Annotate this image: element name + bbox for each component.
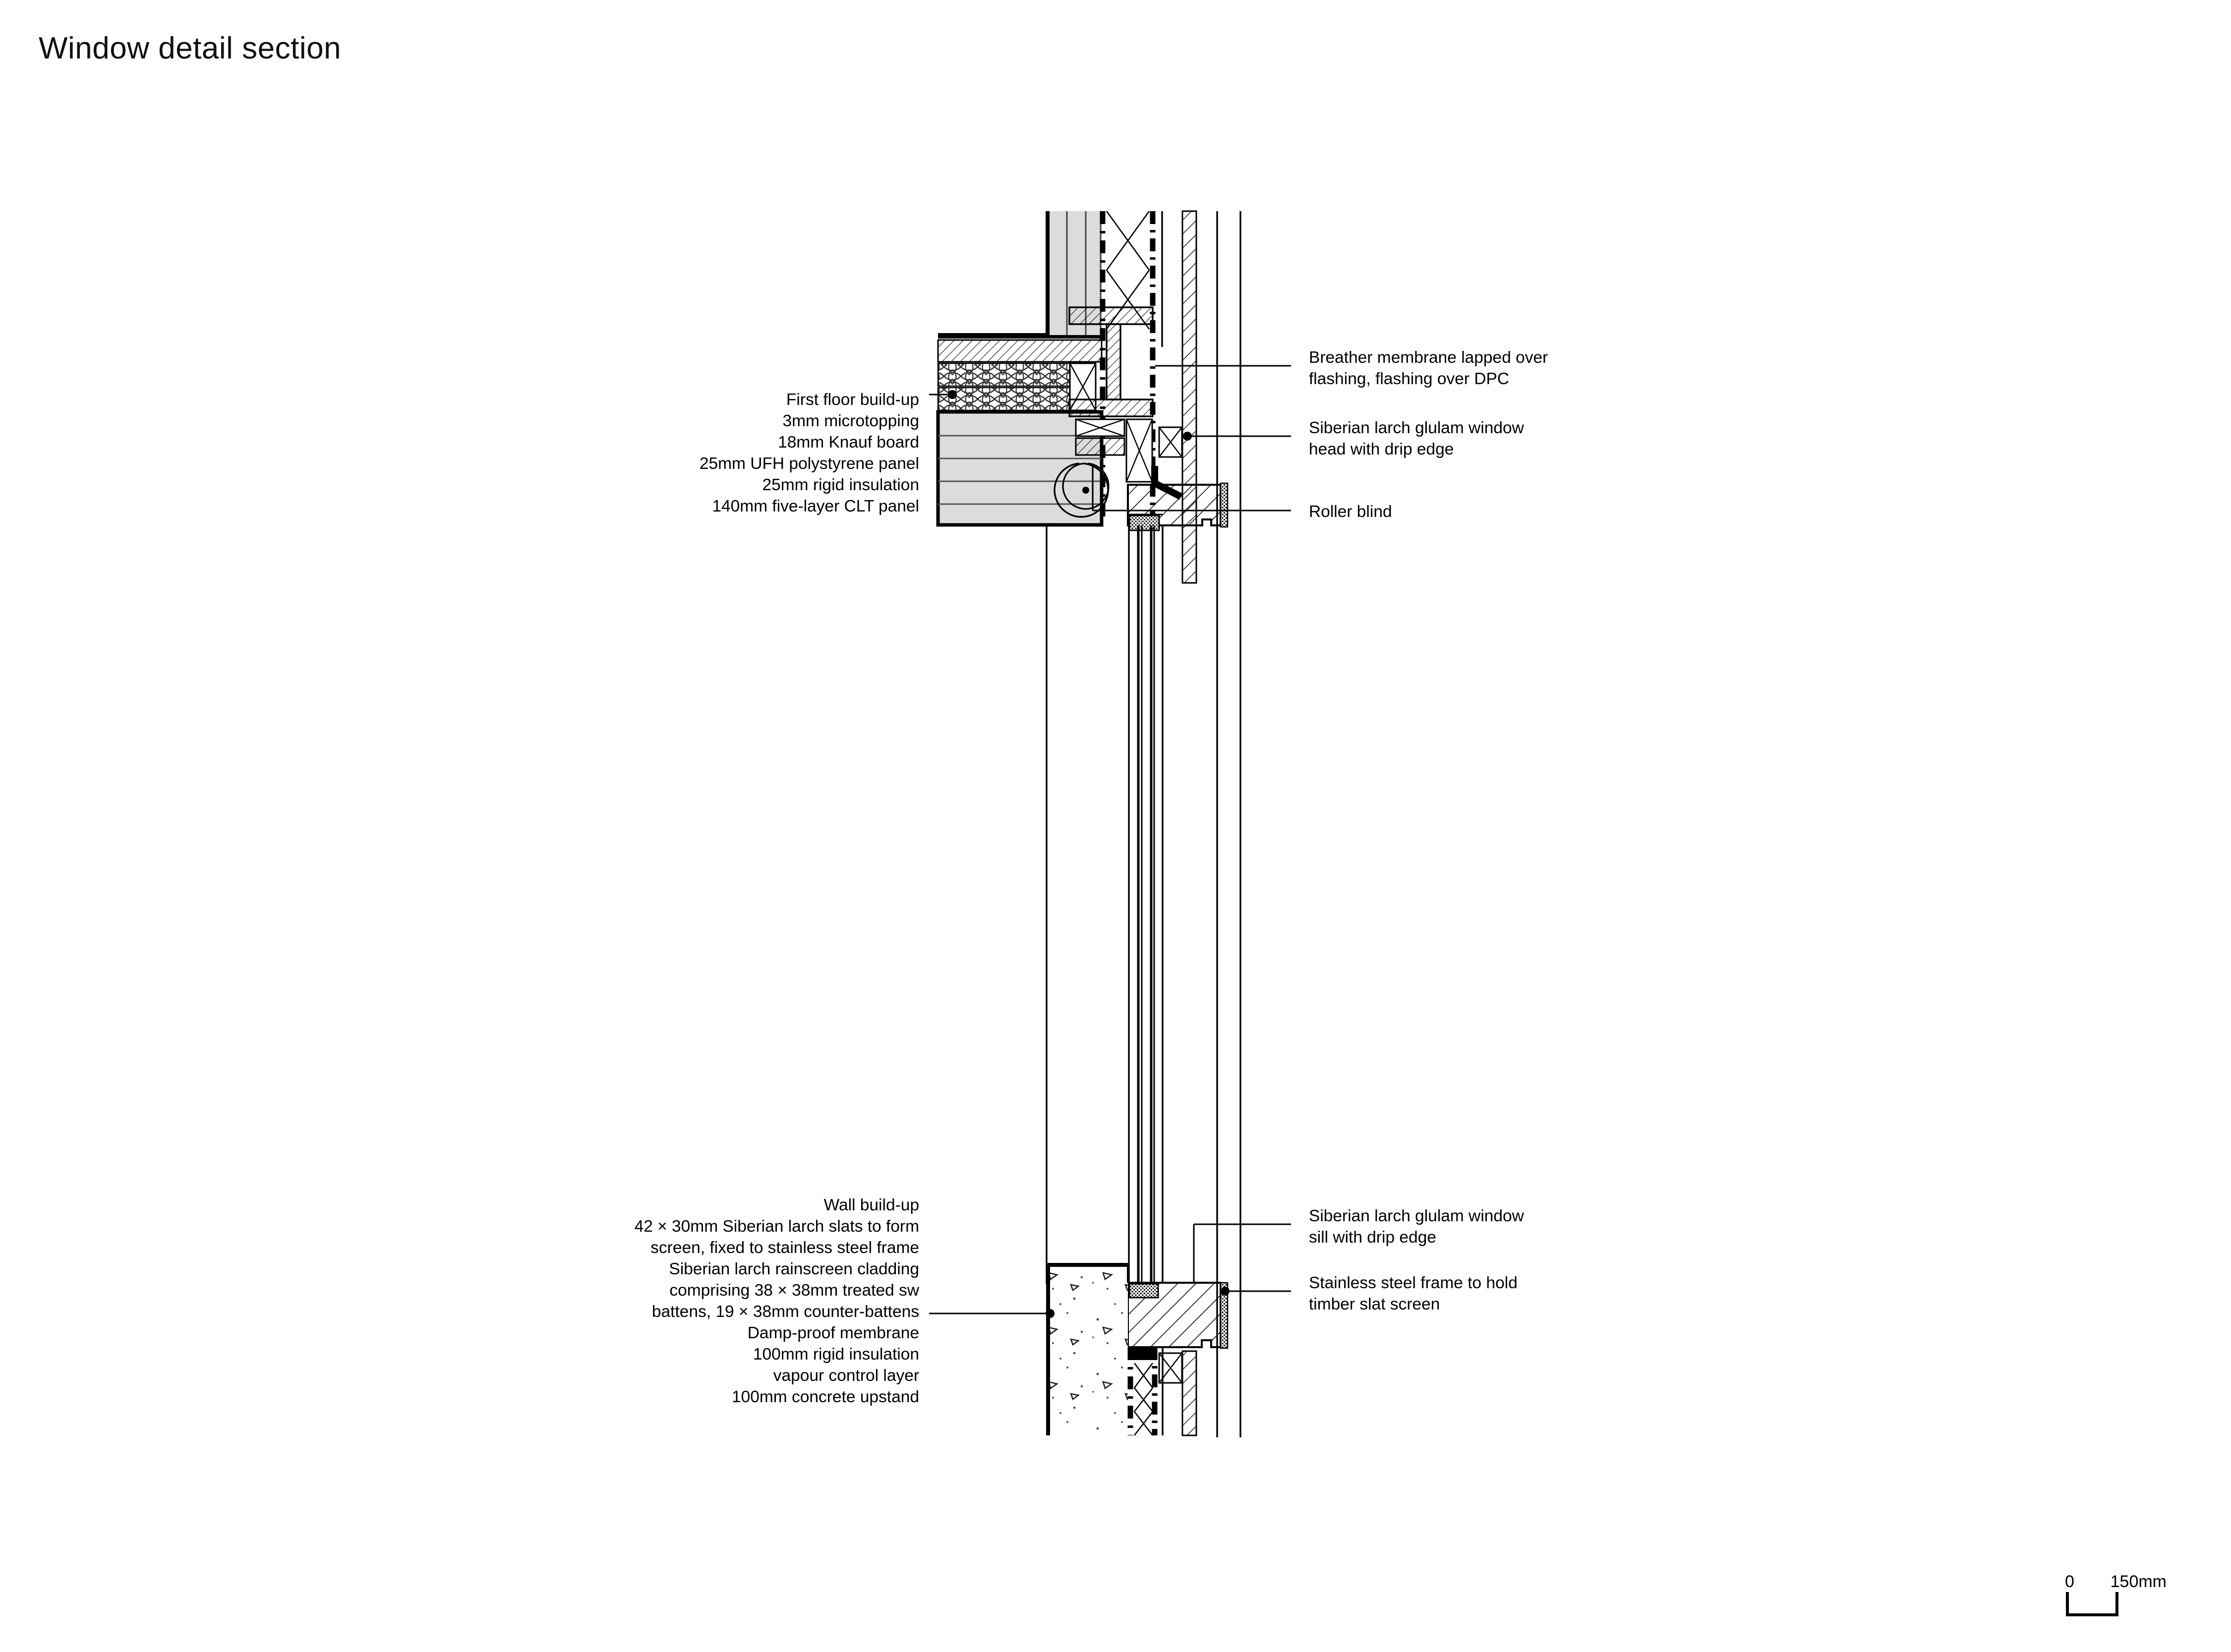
scale-bar-max-label: 150mm [2110,1572,2167,1591]
concrete-upstand [1046,1263,1129,1435]
annotation-first-floor-buildup: First floor build-up 3mm microtopping 18… [699,391,919,515]
scale-bar-zero-label: 0 [2065,1572,2074,1591]
head-insulation-blocks [1075,418,1183,483]
rigid-insulation-lower [1132,1347,1154,1436]
annotation-roller-blind: Roller blind [1309,503,1392,521]
annotation-wall-buildup: Wall build-up 42 × 30mm Siberian larch s… [634,1196,919,1406]
rigid-insulation-upper [1106,211,1150,330]
roller-blind [1054,462,1110,518]
first-floor-slab [936,333,1104,527]
rainscreen-cladding-lower [1158,1347,1197,1436]
leader-lines [929,365,1291,1318]
annotation-window-head: Siberian larch glulam window head with d… [1309,419,1524,458]
steel-i-section [1068,306,1154,417]
flashing [1151,466,1183,500]
glulam-window-sill [1127,1282,1229,1349]
scale-bar: 0 150mm [2065,1572,2167,1594]
annotation-breather-membrane: Breather membrane lapped over flashing, … [1309,348,1548,388]
rainscreen-cladding-upper [1161,210,1241,1437]
glazing-head-pocket [1128,513,1163,531]
annotation-steel-frame: Stainless steel frame to hold timber sla… [1309,1274,1518,1313]
glazing-unit [1128,525,1164,1284]
annotation-window-sill: Siberian larch glulam window sill with d… [1309,1207,1524,1247]
glulam-window-head [1127,482,1229,528]
page-title: Window detail section [39,31,342,65]
clt-wall-panel [1046,211,1102,335]
scale-bar-bracket [2066,1592,2118,1616]
